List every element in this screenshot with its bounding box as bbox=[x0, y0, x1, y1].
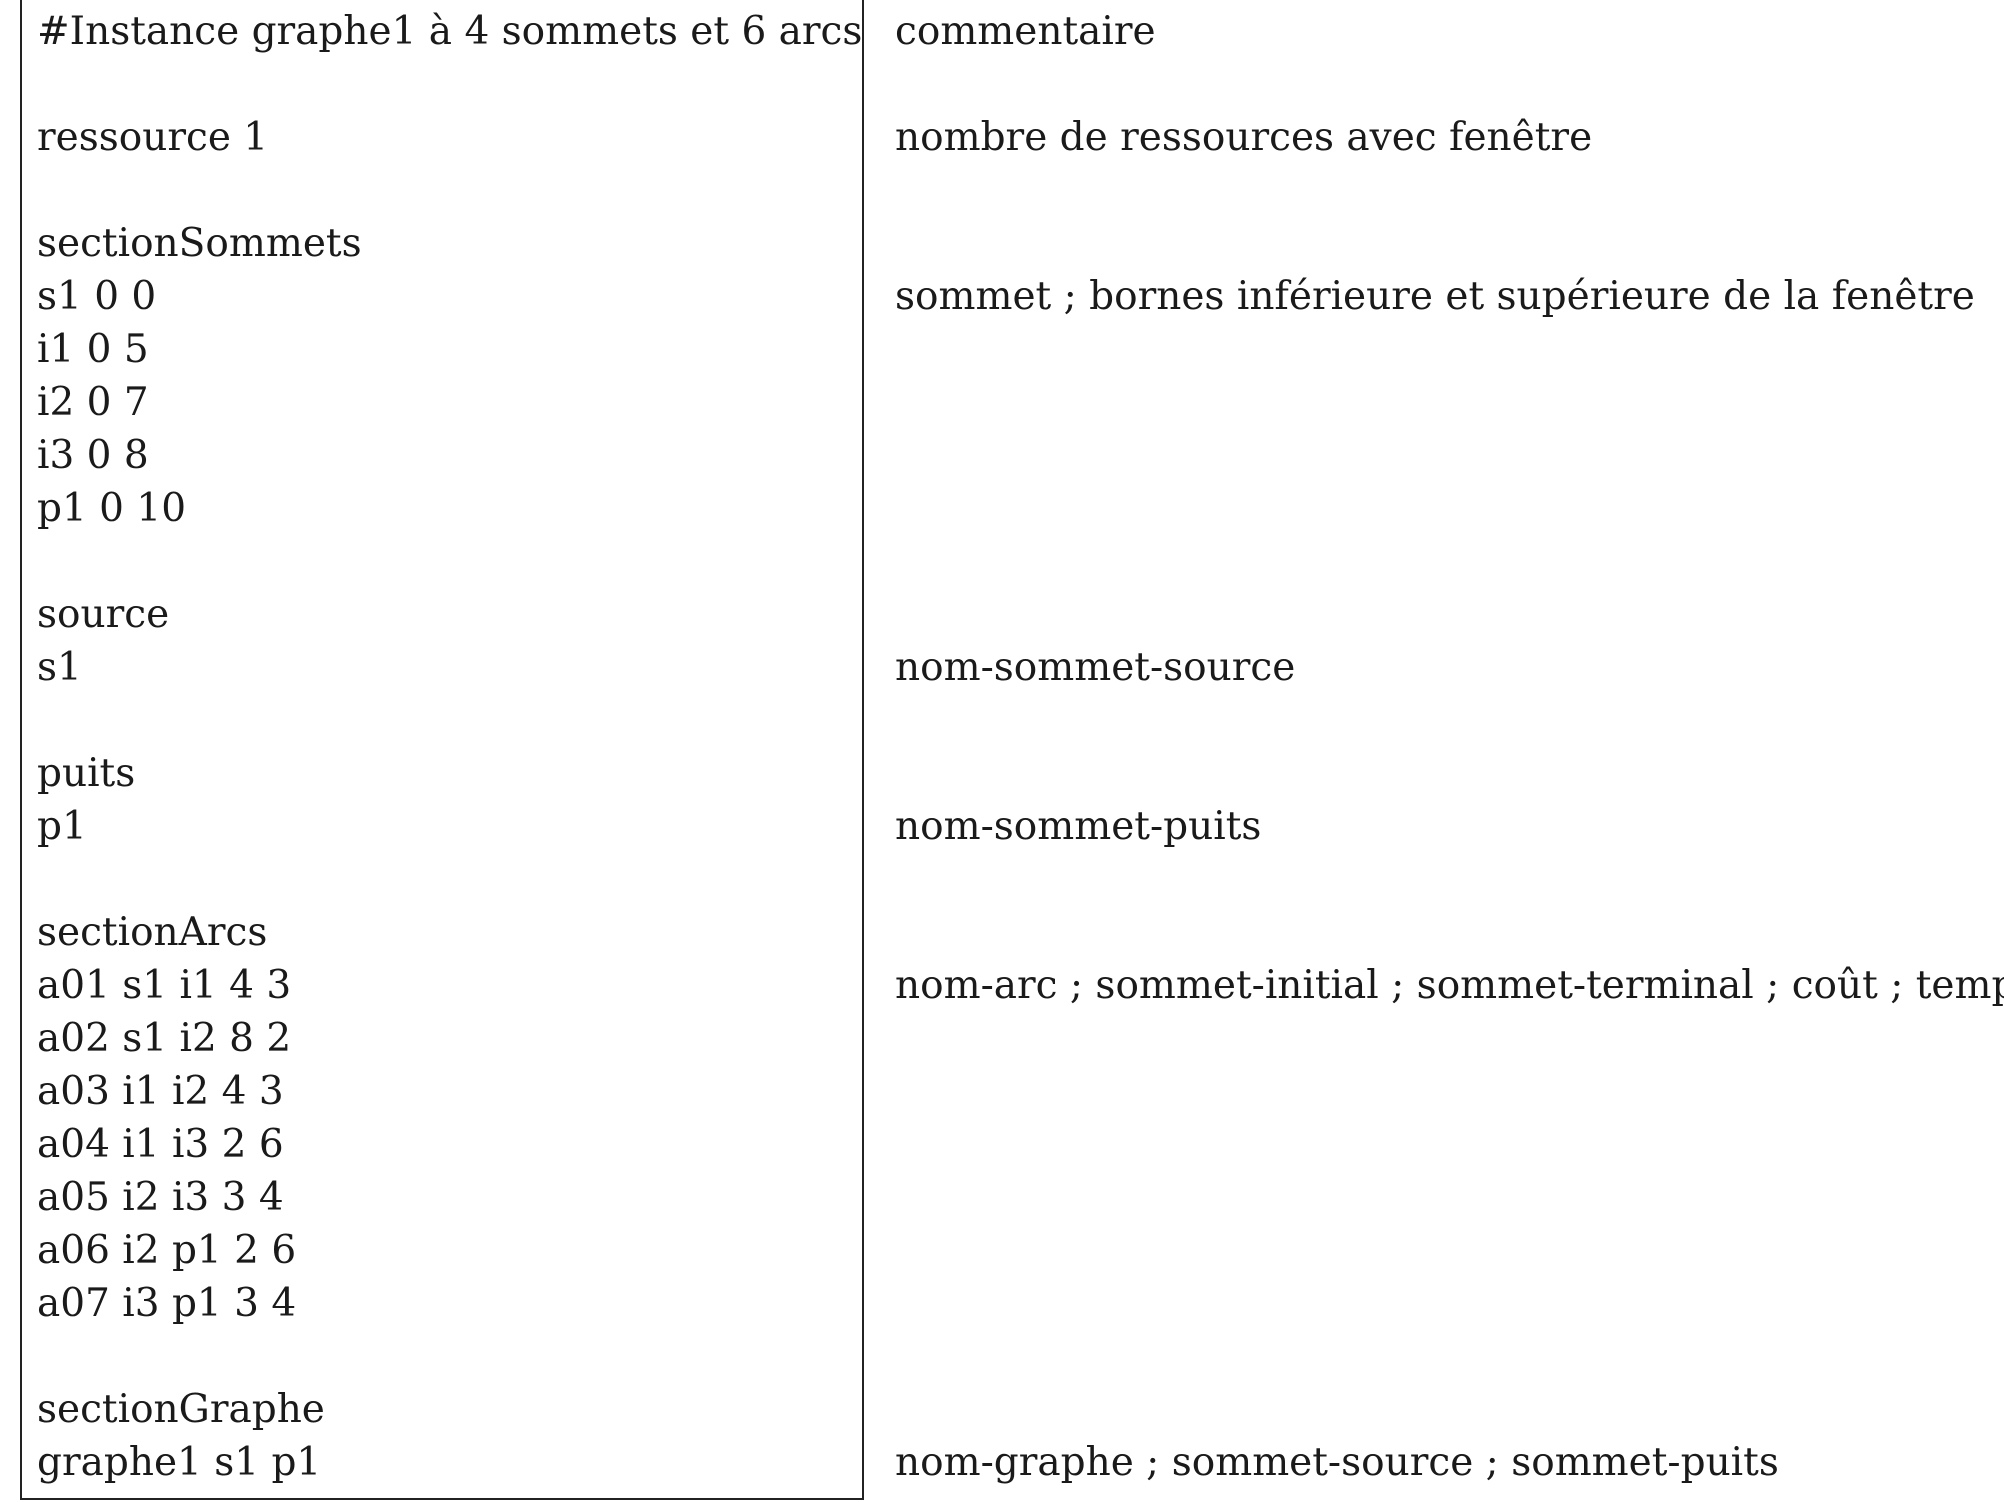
instance-line: s1 bbox=[37, 645, 82, 690]
instance-line: a01 s1 i1 4 3 bbox=[37, 963, 292, 1008]
section-heading: sectionSommets bbox=[37, 221, 362, 266]
instance-line: a03 i1 i2 4 3 bbox=[37, 1069, 284, 1114]
instance-line: a06 i2 p1 2 6 bbox=[37, 1228, 297, 1273]
section-heading: sectionArcs bbox=[37, 910, 268, 955]
instance-line: a04 i1 i3 2 6 bbox=[37, 1122, 284, 1167]
comment-line: sommet ; bornes inférieure et supérieure… bbox=[895, 274, 1975, 319]
instance-line: a05 i2 i3 3 4 bbox=[37, 1175, 284, 1220]
instance-line: a02 s1 i2 8 2 bbox=[37, 1016, 292, 1061]
comment-line: nom-arc ; sommet-initial ; sommet-termin… bbox=[895, 963, 2004, 1008]
comment-header: commentaire bbox=[895, 9, 1156, 54]
instance-line: i2 0 7 bbox=[37, 380, 149, 425]
instance-line: a07 i3 p1 3 4 bbox=[37, 1281, 297, 1326]
instance-line: i3 0 8 bbox=[37, 433, 149, 478]
section-heading: sectionGraphe bbox=[37, 1387, 325, 1432]
comment-line: nom-sommet-puits bbox=[895, 804, 1262, 849]
comment-line: nom-sommet-source bbox=[895, 645, 1296, 690]
section-heading: source bbox=[37, 592, 170, 637]
comment-line: nom-graphe ; sommet-source ; sommet-puit… bbox=[895, 1440, 1779, 1485]
instance-line: p1 bbox=[37, 804, 87, 849]
section-heading: puits bbox=[37, 751, 136, 796]
instance-line: s1 0 0 bbox=[37, 274, 157, 319]
comment-line: nombre de ressources avec fenêtre bbox=[895, 115, 1593, 160]
instance-line: #Instance graphe1 à 4 sommets et 6 arcs bbox=[37, 9, 863, 54]
instance-line: i1 0 5 bbox=[37, 327, 149, 372]
instance-line: graphe1 s1 p1 bbox=[37, 1440, 322, 1485]
instance-file-box bbox=[20, 0, 864, 1500]
instance-line: p1 0 10 bbox=[37, 486, 187, 531]
instance-line: ressource 1 bbox=[37, 115, 269, 160]
